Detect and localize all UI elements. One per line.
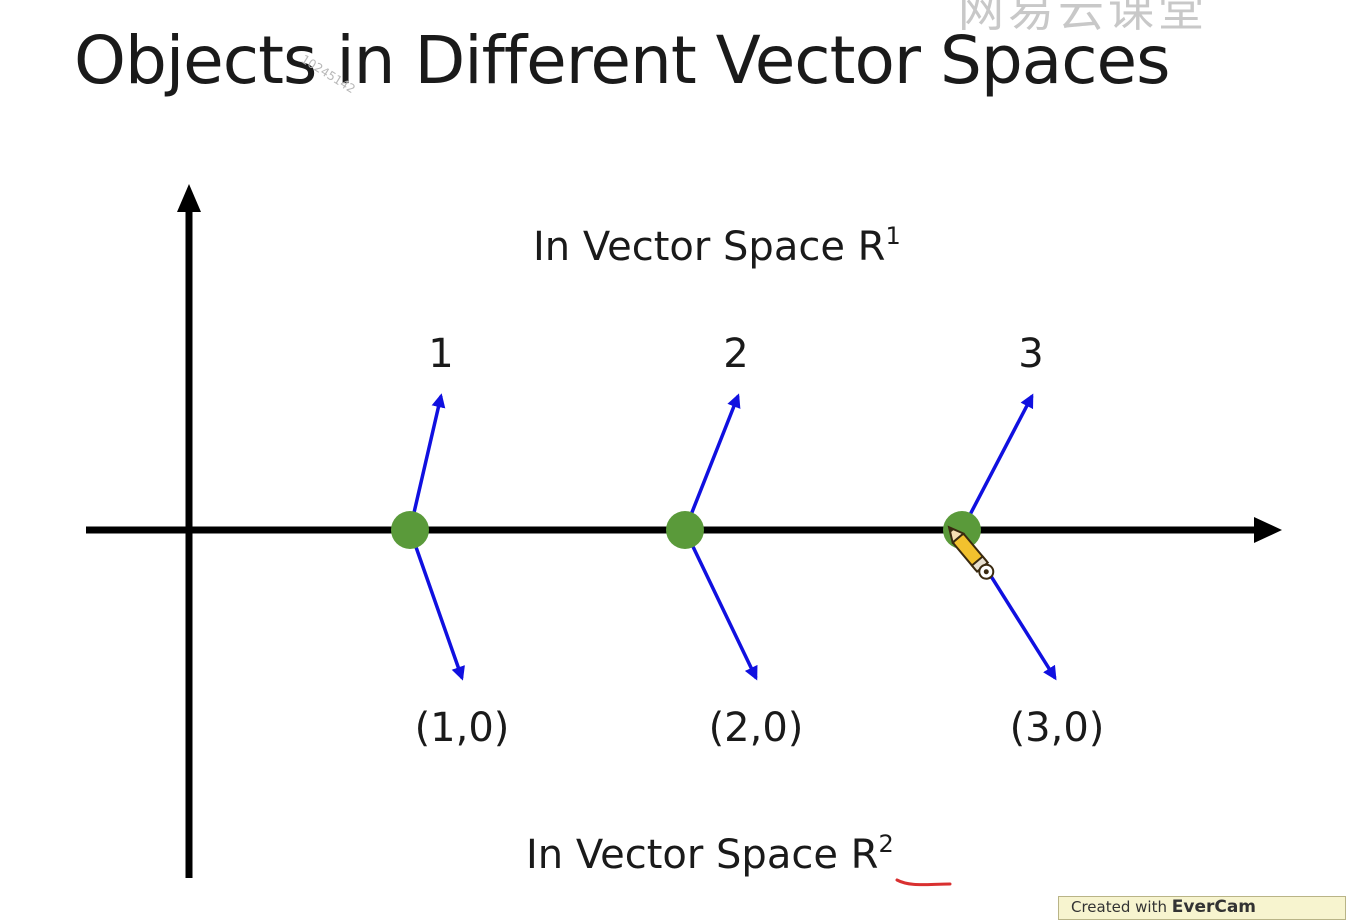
caption-r2-superscript: 2	[878, 830, 893, 858]
point-marker-2	[666, 511, 704, 549]
r1-label-1: 1	[428, 331, 453, 377]
r1-label-3: 3	[1018, 331, 1043, 377]
credit-brand: EverCam	[1171, 897, 1257, 917]
caption-r1-superscript: 1	[885, 222, 900, 250]
vector-arrow-up-2	[683, 393, 741, 531]
red-underline-annotation	[895, 878, 952, 887]
r1-label-2: 2	[723, 331, 748, 377]
credit-badge: Created with EverCam	[1058, 896, 1346, 920]
caption-r2-text: In Vector Space R	[526, 832, 878, 878]
slide-title: Objects in Different Vector Spaces	[74, 22, 1170, 99]
caption-r1: In Vector Space R1	[533, 222, 901, 270]
caption-r2: In Vector Space R2	[526, 830, 894, 878]
credit-prefix: Created with	[1071, 898, 1167, 916]
r2-label-3: (3,0)	[1010, 705, 1105, 751]
x-axis-arrowhead	[1254, 517, 1282, 543]
vector-arrow-down-2	[683, 529, 758, 681]
vector-arrow-down-1	[408, 529, 465, 681]
vectors-layer	[408, 393, 1057, 681]
vector-arrow-up-3	[960, 393, 1034, 531]
r2-label-2: (2,0)	[709, 705, 804, 751]
vector-arrow-up-1	[408, 393, 446, 531]
caption-r1-text: In Vector Space R	[533, 224, 885, 270]
point-marker-1	[391, 511, 429, 549]
y-axis-arrowhead	[177, 184, 201, 212]
watermark-logo: 网易云课堂	[958, 0, 1208, 37]
pencil-cursor-icon	[947, 525, 995, 580]
r2-label-1: (1,0)	[415, 705, 510, 751]
